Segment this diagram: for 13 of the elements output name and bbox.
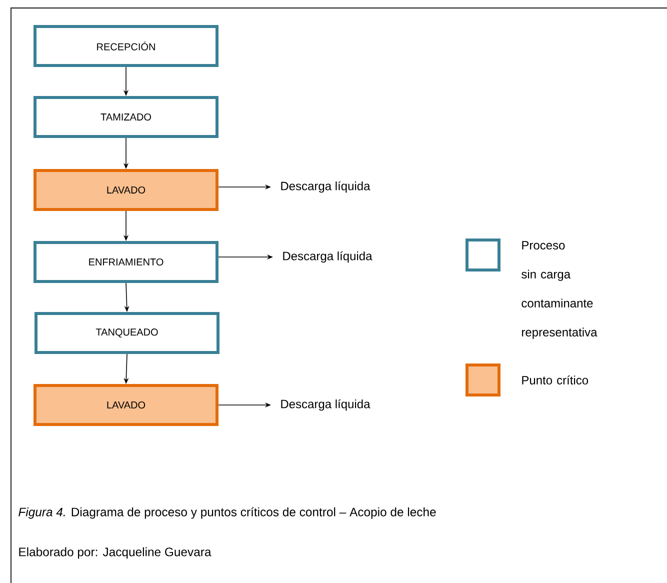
output-label: Descarga líquida xyxy=(283,251,372,263)
critical-process-box: LAVADO xyxy=(34,169,218,211)
credit-line: Elaborado por: Jacqueline Guevara xyxy=(19,547,212,559)
caption: Figura 4. Diagrama de proceso y puntos críticos de control – Acopio de leche xyxy=(18,507,436,519)
output-label: Descarga líquida xyxy=(281,399,370,411)
legend-text: Punto crítico xyxy=(522,376,588,384)
legend-text: Proceso sin carga contaminante representativa xyxy=(522,241,598,339)
process-box: TANQUEADO xyxy=(34,312,220,354)
output-label: Descarga líquida xyxy=(281,181,370,193)
critical-process-box: LAVADO xyxy=(34,384,218,426)
process-box: TAMIZADO xyxy=(34,96,218,138)
process-box: RECEPCIÓN xyxy=(34,25,218,67)
process-box: ENFRIAMIENTO xyxy=(34,241,218,283)
